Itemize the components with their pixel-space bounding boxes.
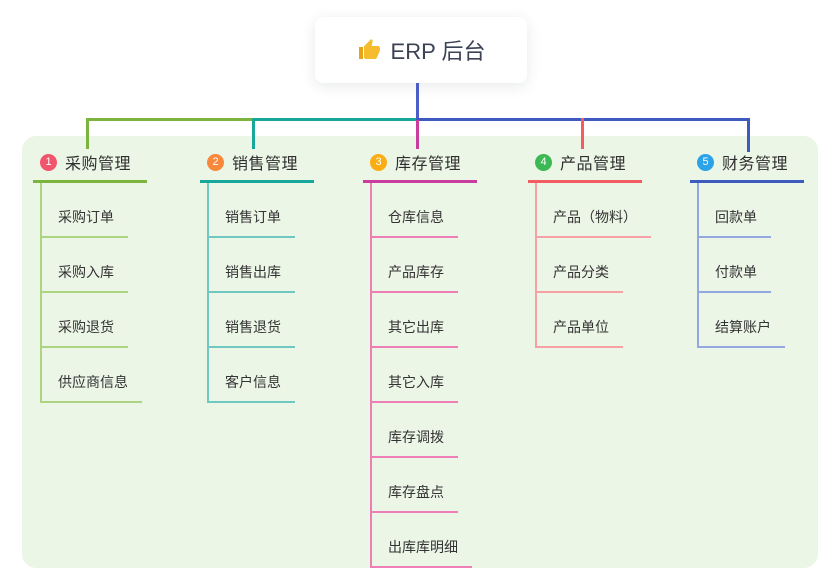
child-node[interactable]: 产品单位 — [537, 293, 623, 348]
child-label: 付款单 — [715, 264, 757, 280]
child-node[interactable]: 销售订单 — [209, 183, 295, 238]
child-label: 结算账户 — [715, 319, 771, 335]
child-label: 库存盘点 — [388, 484, 444, 500]
child-node[interactable]: 产品库存 — [372, 238, 458, 293]
child-node[interactable]: 结算账户 — [699, 293, 785, 348]
branch-label: 采购管理 — [65, 156, 132, 173]
branch-node[interactable]: 3 库存管理 — [363, 148, 477, 183]
child-label: 出库库明细 — [388, 539, 458, 555]
connector-segment — [252, 118, 255, 149]
child-label: 产品单位 — [553, 319, 609, 335]
child-node[interactable]: 仓库信息 — [372, 183, 458, 238]
child-node[interactable]: 出库库明细 — [372, 513, 472, 568]
branch-node[interactable]: 2 销售管理 — [200, 148, 314, 183]
child-label: 回款单 — [715, 209, 757, 225]
child-node[interactable]: 其它出库 — [372, 293, 458, 348]
connector-segment — [86, 118, 254, 121]
child-label: 采购入库 — [58, 264, 114, 280]
child-node[interactable]: 产品分类 — [537, 238, 623, 293]
thumbs-up-icon — [357, 38, 381, 62]
connector-segment — [416, 83, 419, 121]
child-node[interactable]: 采购入库 — [42, 238, 128, 293]
child-label: 其它入库 — [388, 374, 444, 390]
branch-number-badge: 1 — [40, 153, 57, 171]
child-node[interactable]: 回款单 — [699, 183, 771, 238]
branch-label: 产品管理 — [560, 156, 627, 173]
branches-panel — [22, 136, 818, 568]
child-node[interactable]: 销售退货 — [209, 293, 295, 348]
branch-number-badge: 5 — [697, 153, 714, 171]
child-label: 供应商信息 — [58, 374, 128, 390]
child-node[interactable]: 库存调拨 — [372, 403, 458, 458]
branch-number-badge: 4 — [535, 153, 552, 171]
child-label: 销售订单 — [225, 209, 281, 225]
child-label: 其它出库 — [388, 319, 444, 335]
child-label: 产品分类 — [553, 264, 609, 280]
branch-children: 产品（物料） 产品分类 产品单位 — [535, 183, 651, 348]
root-node[interactable]: ERP 后台 — [315, 17, 527, 83]
child-label: 销售出库 — [225, 264, 281, 280]
child-label: 产品（物料） — [553, 209, 637, 225]
branch-column: 2 销售管理 销售订单 销售出库 销售退货 客户信息 — [200, 148, 314, 403]
child-node[interactable]: 产品（物料） — [537, 183, 651, 238]
connector-segment — [86, 118, 89, 149]
branch-number-badge: 3 — [370, 153, 387, 171]
branch-label: 库存管理 — [395, 156, 462, 173]
branch-column: 1 采购管理 采购订单 采购入库 采购退货 供应商信息 — [33, 148, 147, 403]
connector-segment — [747, 118, 750, 152]
branch-children: 采购订单 采购入库 采购退货 供应商信息 — [40, 183, 147, 403]
branch-node[interactable]: 4 产品管理 — [528, 148, 642, 183]
child-node[interactable]: 库存盘点 — [372, 458, 458, 513]
branch-column: 3 库存管理 仓库信息 产品库存 其它出库 其它入库 库存调拨 库存盘点 出库库… — [363, 148, 477, 568]
child-node[interactable]: 其它入库 — [372, 348, 458, 403]
child-label: 库存调拨 — [388, 429, 444, 445]
branch-column: 4 产品管理 产品（物料） 产品分类 产品单位 — [528, 148, 651, 348]
child-node[interactable]: 供应商信息 — [42, 348, 142, 403]
branch-node[interactable]: 1 采购管理 — [33, 148, 147, 183]
branch-column: 5 财务管理 回款单 付款单 结算账户 — [690, 148, 804, 348]
connector-segment — [252, 118, 418, 121]
branch-label: 销售管理 — [232, 156, 299, 173]
child-node[interactable]: 销售出库 — [209, 238, 295, 293]
child-node[interactable]: 付款单 — [699, 238, 771, 293]
child-label: 销售退货 — [225, 319, 281, 335]
child-label: 客户信息 — [225, 374, 281, 390]
child-node[interactable]: 采购订单 — [42, 183, 128, 238]
connector-segment — [416, 120, 419, 149]
child-label: 采购退货 — [58, 319, 114, 335]
branch-number-badge: 2 — [207, 153, 224, 171]
child-node[interactable]: 客户信息 — [209, 348, 295, 403]
child-node[interactable]: 采购退货 — [42, 293, 128, 348]
child-label: 产品库存 — [388, 264, 444, 280]
branch-label: 财务管理 — [722, 156, 789, 173]
child-label: 采购订单 — [58, 209, 114, 225]
branch-children: 回款单 付款单 结算账户 — [697, 183, 804, 348]
child-label: 仓库信息 — [388, 209, 444, 225]
branch-children: 销售订单 销售出库 销售退货 客户信息 — [207, 183, 314, 403]
connector-segment — [581, 118, 584, 149]
branch-node[interactable]: 5 财务管理 — [690, 148, 804, 183]
root-label: ERP 后台 — [390, 39, 486, 64]
branch-children: 仓库信息 产品库存 其它出库 其它入库 库存调拨 库存盘点 出库库明细 — [370, 183, 477, 568]
